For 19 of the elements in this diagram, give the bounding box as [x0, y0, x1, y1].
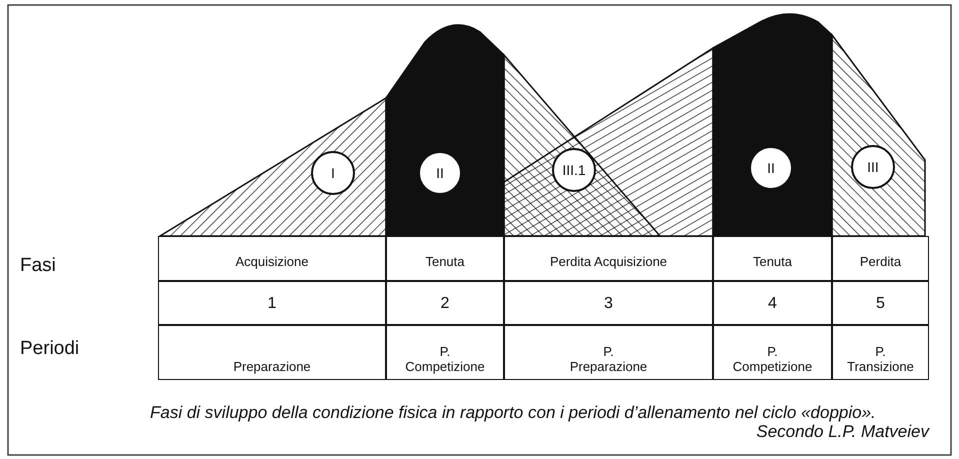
table-cell: Perdita Acquisizione: [504, 236, 713, 281]
table-cell: Tenuta: [386, 236, 504, 281]
row-heading: Fasi: [20, 255, 57, 278]
table-cell: P. Competizione: [386, 325, 504, 380]
source-note: Secondo L.P. Matveiev: [755, 422, 929, 443]
table-cell: Tenuta: [713, 236, 832, 281]
table-cell: 4: [713, 281, 832, 325]
table-cell: P. Competizione: [713, 325, 832, 380]
table-cell: Acquisizione: [158, 236, 386, 281]
table-cell: P. Transizione: [832, 325, 929, 380]
table-cell: 5: [832, 281, 929, 325]
table-cell: 2: [386, 281, 504, 325]
table-cell: Perdita: [832, 236, 929, 281]
caption: Fasi di sviluppo della condizione fisica in rapporto con i periodi d’allenamento nel ciclo «doppio».: [150, 402, 877, 423]
table-cell: 1: [158, 281, 386, 325]
table-cell: P. Preparazione: [504, 325, 713, 380]
row-heading: Periodi: [20, 338, 80, 361]
table-cell: Preparazione: [158, 325, 386, 380]
table-cell: 3: [504, 281, 713, 325]
